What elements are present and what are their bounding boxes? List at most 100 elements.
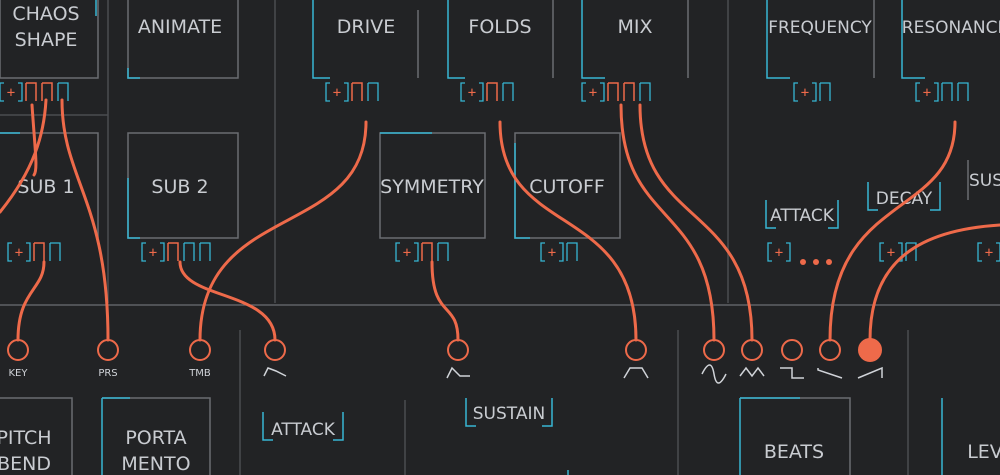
mod-add-label: +	[887, 245, 895, 261]
jack-envelope-3[interactable]	[625, 339, 647, 361]
mod-slot-group: +	[325, 82, 379, 102]
knob-label-pitch-bend-line1[interactable]: PITCH	[0, 427, 52, 449]
mod-slot[interactable]	[199, 242, 211, 261]
jack-envelope-2[interactable]	[447, 339, 469, 361]
mod-slot-group: +	[540, 242, 578, 262]
plus-bracket-icon[interactable]	[793, 82, 817, 102]
jack-lfo-saw-up[interactable]	[858, 338, 882, 362]
mod-slot[interactable]	[639, 82, 651, 101]
knob-label-symmetry[interactable]: SYMMETRY	[380, 176, 484, 198]
knob-label-attack-bottom[interactable]: ATTACK	[271, 420, 336, 440]
mod-slot[interactable]	[486, 82, 498, 101]
cable-10	[638, 103, 754, 342]
mod-add-label: +	[7, 85, 15, 101]
mod-add-label: +	[985, 245, 993, 261]
plus-bracket-icon[interactable]	[7, 242, 31, 262]
sine-wave-icon	[701, 364, 727, 384]
jack-label-key: KEY	[9, 368, 29, 379]
mod-add-label: +	[801, 85, 809, 101]
jack-label-tmb: TMB	[188, 368, 211, 379]
mod-slot[interactable]	[502, 82, 514, 101]
jack-prs[interactable]	[97, 339, 119, 361]
mod-slot[interactable]	[57, 82, 69, 101]
knob-label-animate[interactable]: ANIMATE	[138, 16, 222, 38]
envelope-shape-icon	[263, 367, 287, 377]
jack-envelope-1[interactable]	[264, 339, 286, 361]
plus-bracket-icon[interactable]	[395, 242, 419, 262]
mod-add-label: +	[589, 85, 597, 101]
mod-slot[interactable]	[41, 82, 53, 101]
mod-slot[interactable]	[167, 242, 179, 261]
mod-slot[interactable]	[941, 82, 953, 101]
cable-12	[868, 223, 1000, 342]
jack-key[interactable]	[7, 339, 29, 361]
mod-ellipsis-icon	[800, 259, 832, 265]
mod-slot[interactable]	[819, 82, 831, 101]
mod-slot-group: +	[141, 242, 211, 262]
knob-label-pitch-bend-line2[interactable]: BEND	[0, 453, 51, 475]
knob-label-folds[interactable]: FOLDS	[468, 16, 531, 38]
mod-slot[interactable]	[623, 82, 635, 101]
plus-bracket-icon[interactable]	[915, 82, 939, 102]
plus-bracket-icon[interactable]	[460, 82, 484, 102]
plus-bracket-icon[interactable]	[0, 82, 23, 102]
mod-slot[interactable]	[33, 242, 45, 261]
knob-label-portamento-line1[interactable]: PORTA	[125, 427, 186, 449]
mod-slot-group: +	[977, 242, 1000, 262]
mod-add-label: +	[775, 245, 783, 261]
mod-slot[interactable]	[367, 82, 379, 101]
knob-label-portamento-line2[interactable]: MENTO	[121, 453, 190, 475]
plus-bracket-icon[interactable]	[879, 242, 903, 262]
jack-lfo-sine[interactable]	[703, 339, 725, 361]
jack-lfo-square[interactable]	[781, 339, 803, 361]
envelope-shape-icon	[623, 367, 649, 379]
knob-label-resonance[interactable]: RESONANCE	[902, 18, 1000, 38]
knob-label-sustain[interactable]: SUSTAIN	[473, 404, 545, 424]
mod-slot[interactable]	[566, 242, 578, 261]
cable-2	[30, 103, 38, 177]
jack-lfo-triangle[interactable]	[741, 339, 763, 361]
jack-tmb[interactable]	[189, 339, 211, 361]
mod-slot[interactable]	[351, 82, 363, 101]
plus-bracket-icon[interactable]	[540, 242, 564, 262]
knob-label-sub2[interactable]: SUB 2	[151, 176, 208, 198]
mod-slot[interactable]	[183, 242, 195, 261]
knob-label-attack-top[interactable]: ATTACK	[770, 206, 835, 226]
knob-label-decay[interactable]: DECAY	[876, 189, 933, 209]
modulation-slots: +++++++++++++	[0, 82, 1000, 262]
mod-slot[interactable]	[421, 242, 433, 261]
knob-labels: CHAOS SHAPE ANIMATE DRIVE FOLDS MIX FREQ…	[0, 3, 1000, 475]
plus-bracket-icon[interactable]	[325, 82, 349, 102]
knob-label-frequency[interactable]: FREQUENCY	[768, 18, 872, 38]
plus-bracket-icon[interactable]	[581, 82, 605, 102]
knob-label-drive[interactable]: DRIVE	[337, 16, 395, 38]
knob-label-cutoff[interactable]: CUTOFF	[529, 176, 605, 198]
mod-slot-group: +	[7, 242, 61, 262]
mod-slot-group: +	[0, 82, 69, 102]
mod-add-label: +	[15, 245, 23, 261]
knob-label-mix[interactable]: MIX	[617, 16, 652, 38]
plus-bracket-icon[interactable]	[977, 242, 1000, 262]
plus-bracket-icon[interactable]	[141, 242, 165, 262]
plus-bracket-icon[interactable]	[767, 242, 791, 262]
mod-slot[interactable]	[957, 82, 969, 101]
knob-label-chaos-shape-line1[interactable]: CHAOS	[12, 3, 79, 25]
jack-lfo-saw-down[interactable]	[819, 339, 841, 361]
knob-label-beats[interactable]: BEATS	[764, 441, 824, 463]
sine-wave-icon	[739, 366, 765, 378]
mod-slot[interactable]	[607, 82, 619, 101]
knob-label-sus[interactable]: SUS	[969, 171, 1000, 191]
mod-slot[interactable]	[25, 82, 37, 101]
cable-6	[178, 260, 277, 342]
knob-label-level[interactable]: LEV	[967, 441, 1000, 463]
mod-slot[interactable]	[437, 242, 449, 261]
mod-add-label: +	[923, 85, 931, 101]
mod-slot[interactable]	[49, 242, 61, 261]
mod-add-label: +	[548, 245, 556, 261]
cable-7	[430, 260, 460, 342]
knob-label-sub1[interactable]: SUB 1	[17, 176, 74, 198]
knob-label-chaos-shape-line2[interactable]: SHAPE	[15, 29, 78, 51]
cable-9	[619, 103, 716, 342]
square-wave-icon	[780, 367, 804, 379]
